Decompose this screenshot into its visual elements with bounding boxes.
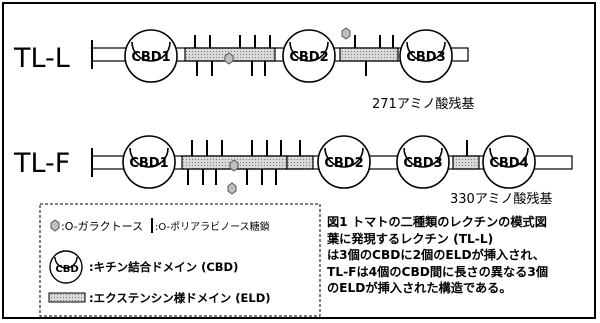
tl-f-glycans-1: [187, 140, 282, 185]
eld-legend-label: :エクステンシン様ドメイン (ELD): [89, 291, 271, 305]
cbd-legend-label: :キチン結合ドメイン (CBD): [89, 260, 238, 274]
figure-border: [2, 2, 596, 319]
tl-f-cbd1: CBD1: [122, 135, 176, 189]
caption-line-4: TL-Fは4個のCBD間に長さの異なる3個: [327, 264, 549, 279]
cbd-legend-icon-label: CBD: [55, 264, 78, 275]
tl-l-row: TL-L: [13, 27, 475, 112]
tl-f-galactose-1: [229, 159, 239, 172]
caption-line-2: 葉に発現するレクチン (TL-L): [327, 231, 494, 246]
tl-l-length: 271アミノ酸残基: [372, 97, 475, 112]
tl-l-cbd2-label: CBD2: [289, 50, 328, 65]
tl-f-cbd2-label: CBD2: [324, 156, 363, 171]
cbd-legend-icon: CBD: [49, 250, 83, 284]
galactose-legend-icon: [50, 219, 60, 232]
figure-caption: 図1 トマトの二種類のレクチンの模式図 葉に発現するレクチン (TL-L) は3…: [327, 214, 597, 297]
tl-f-cbd1-label: CBD1: [129, 156, 168, 171]
tl-f-cbd2: CBD2: [317, 135, 371, 189]
tl-f-length: 330アミノ酸残基: [450, 192, 553, 207]
caption-line-1: 図1 トマトの二種類のレクチンの模式図: [327, 215, 547, 229]
tl-l-glycans-1: [194, 35, 271, 76]
tl-l-galactose-2: [341, 27, 351, 40]
caption-line-5: のELDが挿入された構造である。: [327, 281, 512, 296]
tl-f-eld-2: [286, 155, 314, 170]
tl-f-cbd4: CBD4: [482, 135, 536, 189]
tl-l-cbd1-label: CBD1: [131, 50, 170, 65]
tl-f-galactose-2: [227, 182, 237, 195]
tl-f-name: TL-F: [13, 148, 70, 179]
tl-f-cbd3: CBD3: [396, 135, 450, 189]
tl-l-cbd3: CBD3: [399, 29, 453, 83]
tl-l-glycans-2: [354, 35, 394, 76]
tl-l-cbd2: CBD2: [282, 29, 336, 83]
tl-f-glycans-2: [299, 140, 468, 156]
caption-line-3: は3個のCBDに2個のELDが挿入され、: [327, 248, 545, 263]
legend-box: [39, 203, 321, 317]
galactose-legend-label: :O-ガラクトース: [61, 220, 143, 233]
tl-f-cbd4-label: CBD4: [489, 156, 528, 171]
tl-l-cbd1: CBD1: [124, 29, 178, 83]
tl-f-cbd3-label: CBD3: [403, 156, 442, 171]
legend: :O-ガラクトース :O-ポリアラビノース糖鎖 CBD :キチン結合ドメイン (…: [39, 203, 321, 317]
tl-l-name: TL-L: [13, 43, 70, 74]
tl-f-row: TL-F: [13, 135, 573, 207]
tl-f-eld-3: [452, 155, 480, 170]
eld-legend-icon: [48, 292, 86, 303]
glycan-legend-label: :O-ポリアラビノース糖鎖: [155, 220, 270, 233]
tl-l-cbd3-label: CBD3: [406, 50, 445, 65]
tl-l-eld-2: [339, 47, 399, 62]
tl-l-galactose-1: [224, 52, 234, 65]
